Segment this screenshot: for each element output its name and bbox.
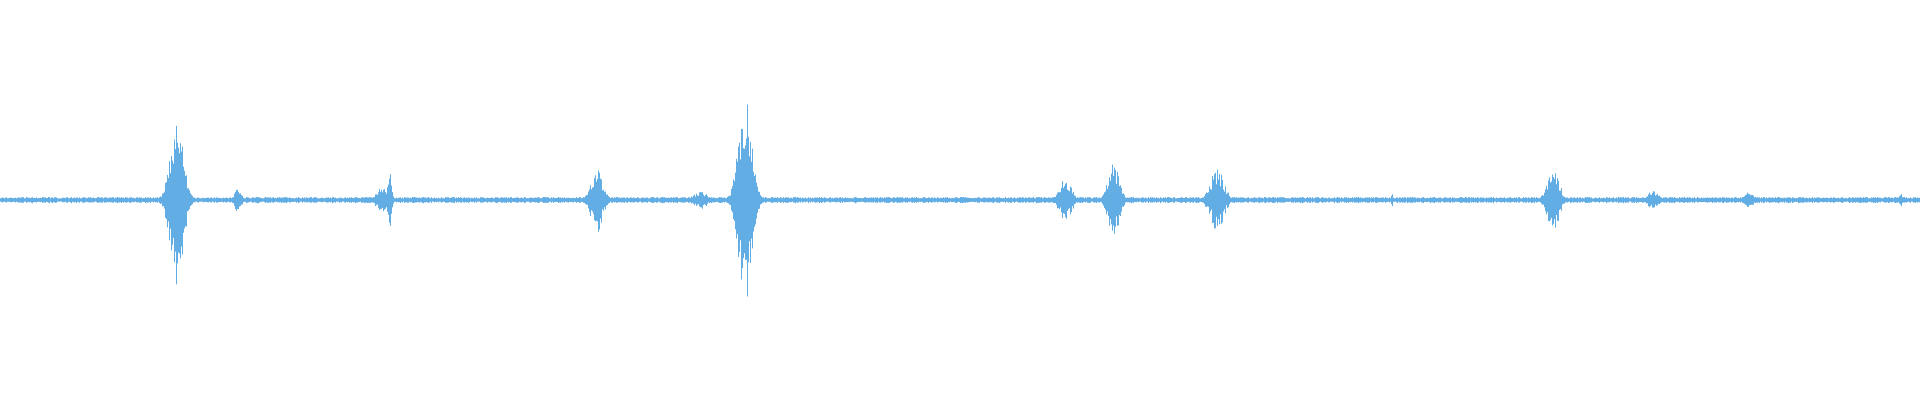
- waveform-graphic: [0, 104, 1920, 297]
